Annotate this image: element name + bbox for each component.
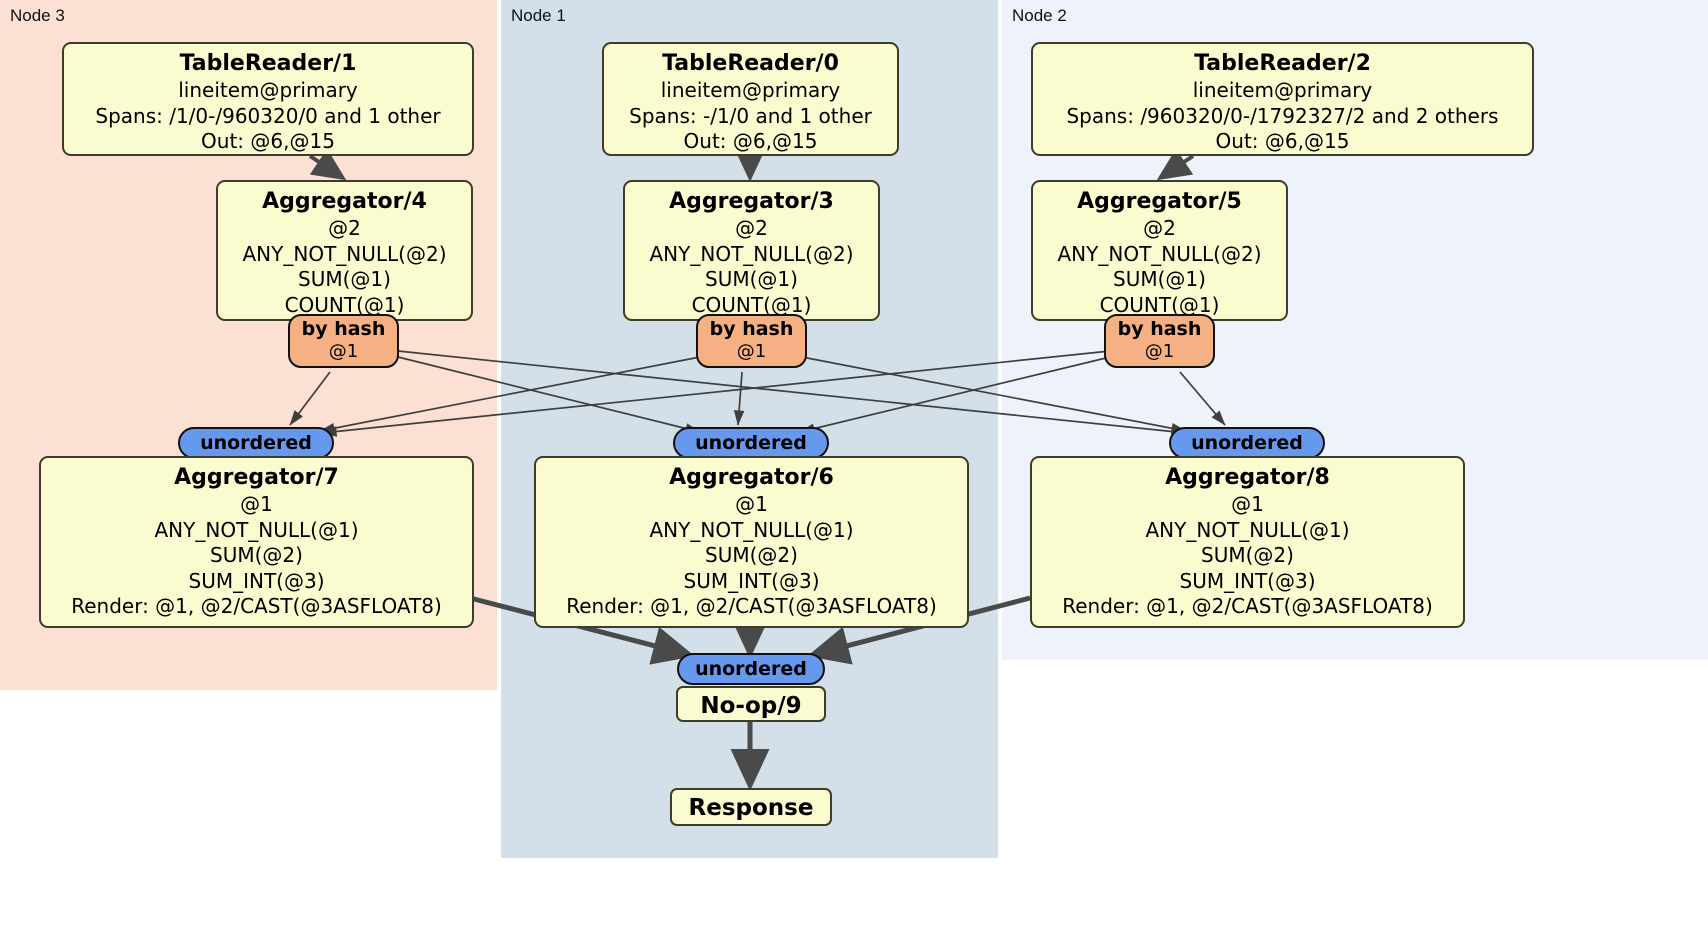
output-router-hash-center[interactable]: by hash @1 <box>696 314 807 368</box>
output-router-label: by hash <box>709 318 794 340</box>
node-panel-label-node1: Node 1 <box>511 6 566 25</box>
processor-response[interactable]: Response <box>670 788 832 826</box>
processor-tablereader0[interactable]: TableReader/0 lineitem@primary Spans: -/… <box>602 42 899 156</box>
input-sync-label: unordered <box>695 658 807 680</box>
processor-aggregator4[interactable]: Aggregator/4 @2 ANY_NOT_NULL(@2) SUM(@1)… <box>216 180 473 321</box>
input-sync-unordered-center[interactable]: unordered <box>673 427 829 459</box>
processor-detail-line: Out: @6,@15 <box>683 129 818 153</box>
processor-title: Aggregator/7 <box>174 465 339 490</box>
output-router-hash-left[interactable]: by hash @1 <box>288 314 399 368</box>
input-sync-unordered-final[interactable]: unordered <box>677 653 825 685</box>
processor-aggregator7[interactable]: Aggregator/7 @1 ANY_NOT_NULL(@1) SUM(@2)… <box>39 456 474 628</box>
processor-aggregator6[interactable]: Aggregator/6 @1 ANY_NOT_NULL(@1) SUM(@2)… <box>534 456 969 628</box>
processor-detail-line: @2 <box>735 216 768 240</box>
processor-detail-line: @1 <box>735 492 768 516</box>
processor-detail-line: @1 <box>1231 492 1264 516</box>
processor-detail-line: lineitem@primary <box>1192 78 1373 102</box>
processor-detail-line: COUNT(@1) <box>691 292 812 317</box>
processor-title: Aggregator/5 <box>1077 189 1242 214</box>
output-router-column: @1 <box>328 341 359 362</box>
processor-detail-line: SUM(@2) <box>210 543 303 567</box>
processor-detail-line: SUM(@2) <box>1201 543 1294 567</box>
processor-tablereader2[interactable]: TableReader/2 lineitem@primary Spans: /9… <box>1031 42 1534 156</box>
processor-detail-line: ANY_NOT_NULL(@1) <box>154 517 359 542</box>
processor-detail-line: Spans: /1/0-/960320/0 and 1 other <box>95 103 441 128</box>
processor-title: Aggregator/3 <box>669 189 834 214</box>
processor-detail-line: ANY_NOT_NULL(@1) <box>649 517 854 542</box>
processor-render-line: Render: @1, @2/CAST(@3ASFLOAT8) <box>566 594 937 618</box>
processor-title: Response <box>688 795 814 821</box>
output-router-label: by hash <box>301 318 386 340</box>
processor-detail-line: @2 <box>328 216 361 240</box>
processor-detail-line: SUM_INT(@3) <box>188 568 325 593</box>
processor-detail-line: COUNT(@1) <box>1099 292 1220 317</box>
processor-detail-line: SUM_INT(@3) <box>1179 568 1316 593</box>
processor-title: TableReader/0 <box>662 51 839 76</box>
processor-render-line: Render: @1, @2/CAST(@3ASFLOAT8) <box>1062 594 1433 618</box>
processor-detail-line: COUNT(@1) <box>284 292 405 317</box>
processor-detail-line: SUM(@1) <box>705 267 798 291</box>
output-router-label: by hash <box>1117 318 1202 340</box>
input-sync-label: unordered <box>200 432 312 454</box>
processor-aggregator5[interactable]: Aggregator/5 @2 ANY_NOT_NULL(@2) SUM(@1)… <box>1031 180 1288 321</box>
processor-detail-line: SUM(@1) <box>298 267 391 291</box>
processor-detail-line: ANY_NOT_NULL(@2) <box>242 241 447 266</box>
processor-detail-line: @1 <box>240 492 273 516</box>
processor-title: Aggregator/4 <box>262 189 427 214</box>
processor-title: No-op/9 <box>700 693 802 719</box>
processor-aggregator8[interactable]: Aggregator/8 @1 ANY_NOT_NULL(@1) SUM(@2)… <box>1030 456 1465 628</box>
processor-detail-line: SUM(@2) <box>705 543 798 567</box>
processor-title: Aggregator/6 <box>669 465 834 490</box>
processor-detail-line: Spans: /960320/0-/1792327/2 and 2 others <box>1066 103 1499 128</box>
processor-detail-line: Out: @6,@15 <box>201 129 335 153</box>
input-sync-label: unordered <box>1191 432 1303 454</box>
input-sync-unordered-right[interactable]: unordered <box>1169 427 1325 459</box>
processor-noop9[interactable]: No-op/9 <box>676 686 826 722</box>
input-sync-label: unordered <box>695 432 807 454</box>
processor-aggregator3[interactable]: Aggregator/3 @2 ANY_NOT_NULL(@2) SUM(@1)… <box>623 180 880 321</box>
processor-title: TableReader/2 <box>1194 51 1371 76</box>
processor-detail-line: SUM_INT(@3) <box>683 568 820 593</box>
processor-render-line: Render: @1, @2/CAST(@3ASFLOAT8) <box>71 594 442 618</box>
processor-detail-line: ANY_NOT_NULL(@1) <box>1145 517 1350 542</box>
processor-detail-line: Spans: -/1/0 and 1 other <box>629 103 872 128</box>
node-panel-label-node2: Node 2 <box>1012 6 1067 25</box>
processor-detail-line: SUM(@1) <box>1113 267 1206 291</box>
output-router-hash-right[interactable]: by hash @1 <box>1104 314 1215 368</box>
processor-detail-line: ANY_NOT_NULL(@2) <box>649 241 854 266</box>
input-sync-unordered-left[interactable]: unordered <box>178 427 334 459</box>
processor-tablereader1[interactable]: TableReader/1 lineitem@primary Spans: /1… <box>62 42 474 156</box>
output-router-column: @1 <box>736 341 767 362</box>
processor-title: TableReader/1 <box>179 51 357 76</box>
processor-detail-line: @2 <box>1143 216 1176 240</box>
processor-detail-line: ANY_NOT_NULL(@2) <box>1057 241 1262 266</box>
output-router-column: @1 <box>1144 341 1175 362</box>
processor-detail-line: lineitem@primary <box>178 78 358 102</box>
node-panel-label-node3: Node 3 <box>10 6 65 25</box>
processor-detail-line: lineitem@primary <box>660 78 841 102</box>
processor-detail-line: Out: @6,@15 <box>1215 129 1350 153</box>
processor-title: Aggregator/8 <box>1165 465 1330 490</box>
